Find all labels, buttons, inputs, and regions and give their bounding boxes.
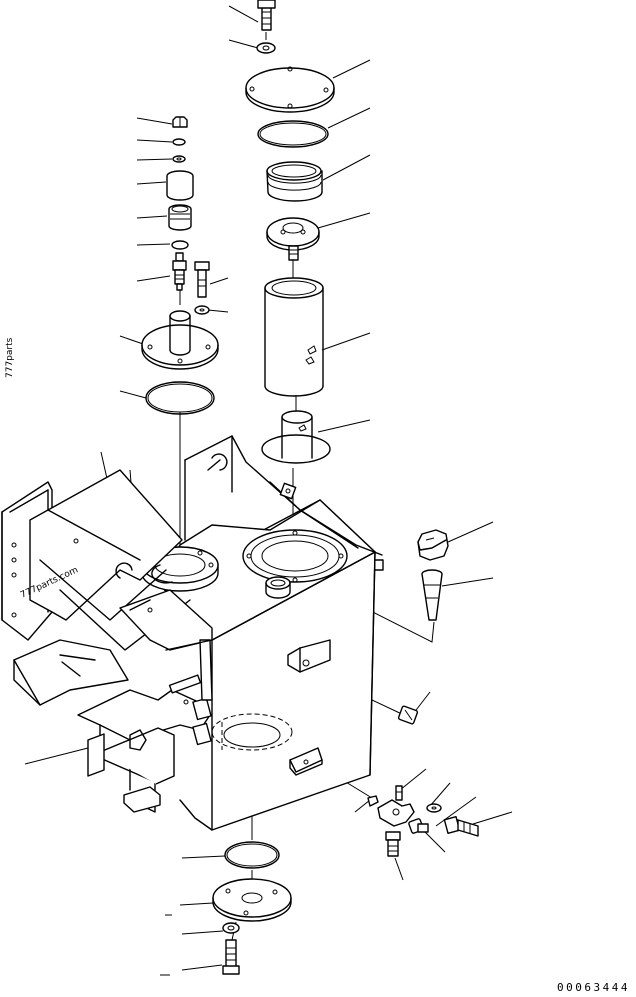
- tank-cover: [246, 67, 334, 112]
- bottom-bolt: [223, 940, 239, 974]
- mount-bolt: [195, 262, 209, 297]
- small-washer-2: [173, 156, 185, 162]
- filter-case: [262, 411, 330, 463]
- filler-strainer: [422, 570, 442, 620]
- drain-bolt: [444, 817, 478, 836]
- breather-body: [167, 171, 193, 200]
- drain-nipple: [386, 832, 400, 856]
- drawing-number: 00063444: [557, 981, 630, 994]
- breather-o-ring: [172, 241, 188, 249]
- watermark-left-edge: 777parts: [5, 337, 15, 378]
- breather-flange: [142, 311, 218, 369]
- filler-cap: [418, 530, 448, 560]
- breather-valve: [173, 253, 186, 290]
- tank-mounting-frame: [2, 470, 212, 812]
- top-bolt: [258, 0, 275, 30]
- bottom-washer: [223, 923, 239, 933]
- small-plug: [368, 796, 378, 806]
- leader-lines: [25, 6, 512, 975]
- small-washer-1: [173, 139, 185, 145]
- mount-washer: [195, 306, 209, 314]
- bottom-o-ring: [225, 842, 279, 868]
- air-bleed-plug: [398, 706, 418, 725]
- top-washer: [257, 43, 275, 53]
- drain-washer: [427, 804, 441, 812]
- hydraulic-tank: [142, 436, 383, 830]
- cover-o-ring: [258, 121, 328, 147]
- breather-element: [169, 205, 191, 230]
- drain-valve-assembly: [378, 786, 414, 826]
- bottom-cover: [213, 879, 291, 921]
- filter-element: [265, 278, 323, 396]
- strainer-spring: [267, 162, 322, 201]
- drain-elbow: [408, 818, 428, 833]
- bypass-valve: [267, 218, 319, 260]
- flange-o-ring: [146, 382, 214, 414]
- breather-cap: [173, 117, 187, 127]
